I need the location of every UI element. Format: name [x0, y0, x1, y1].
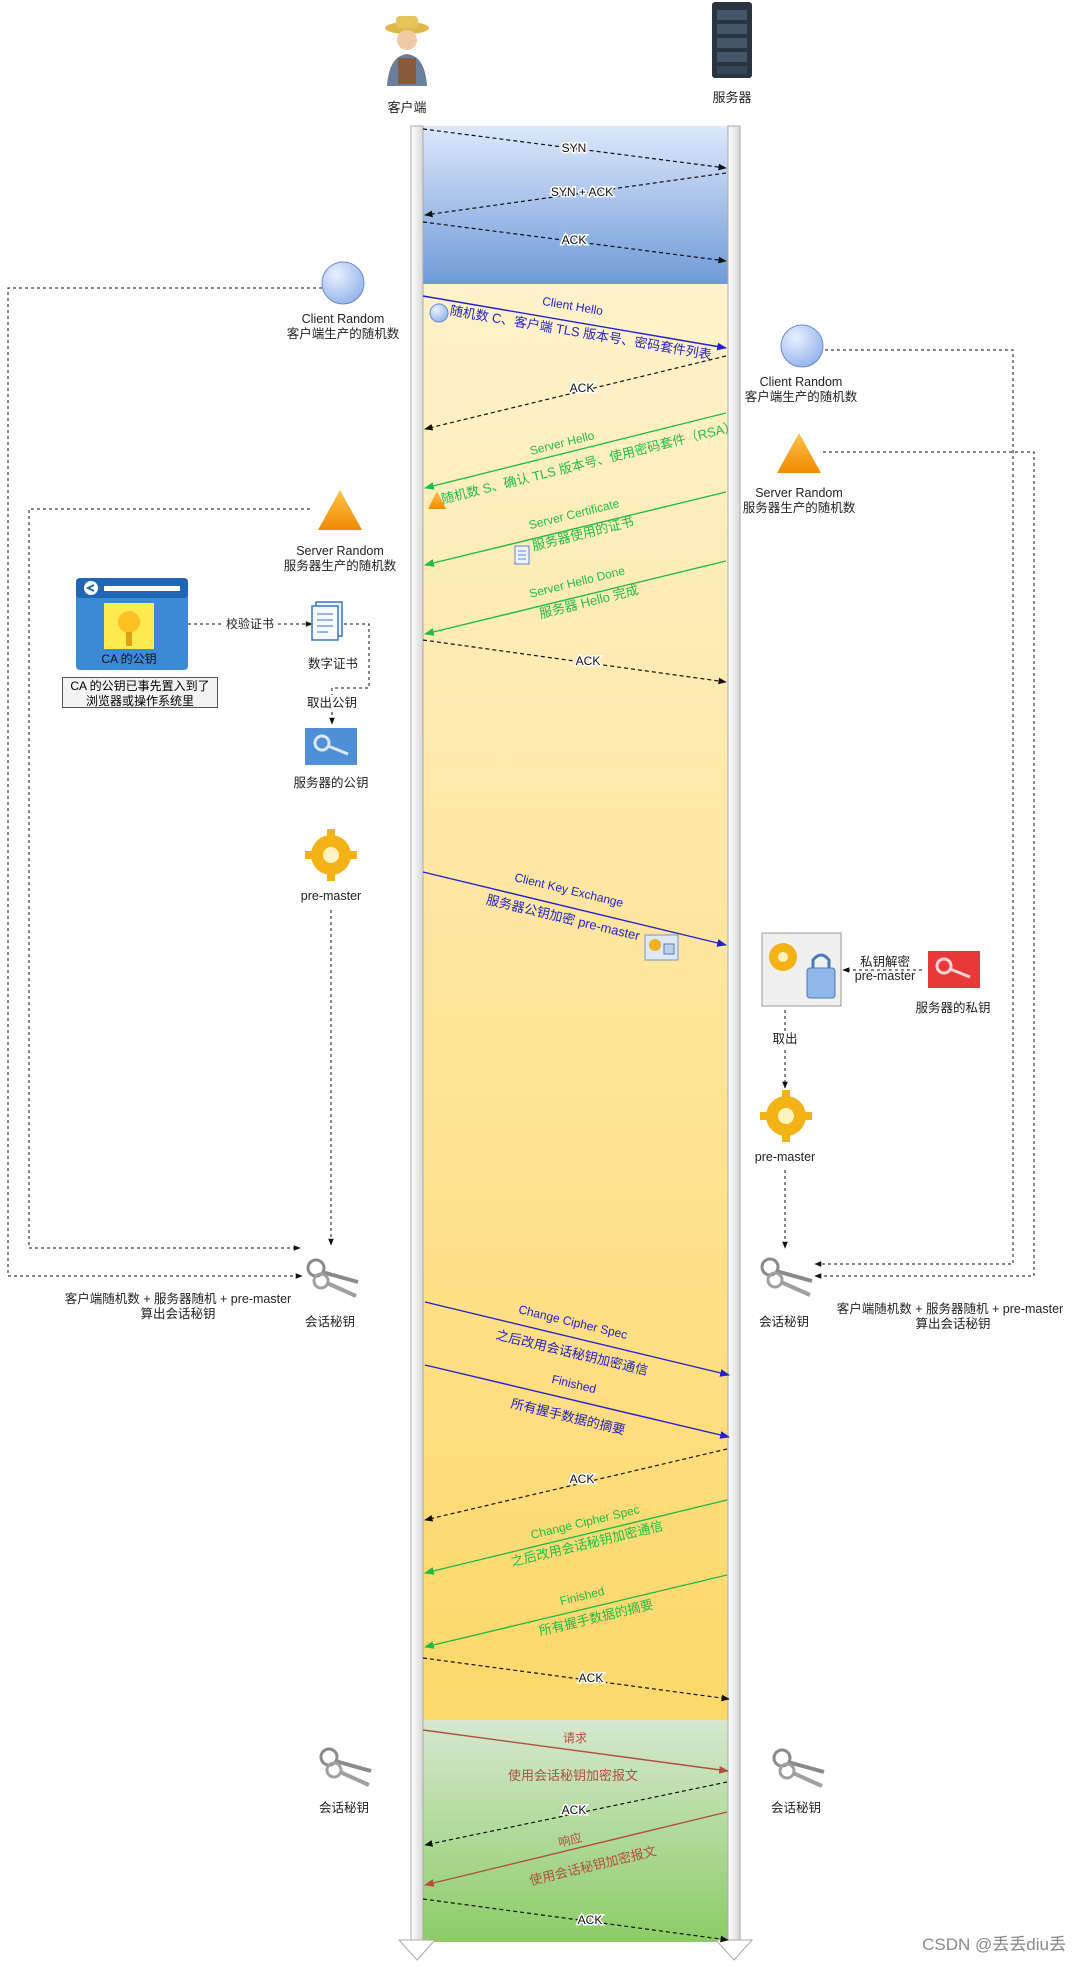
- tcp-ack-arrow: [422, 221, 727, 264]
- server-premaster-gear-icon: [760, 1090, 812, 1142]
- server-session-key-label-2: 会话秘钥: [771, 1801, 821, 1815]
- data-band: [423, 1720, 728, 1942]
- ack-1-label: ACK: [570, 381, 595, 395]
- ca-note-box: CA 的公钥已事先置入到了 浏览器或操作系统里: [62, 677, 218, 708]
- client-random-small-icon: [429, 303, 449, 323]
- request-desc: 使用会话秘钥加密报文: [508, 1768, 638, 1783]
- server-extract-label: 取出: [772, 1032, 797, 1046]
- encrypted-premaster-box-icon: [761, 932, 842, 1007]
- ack-6-label: ACK: [578, 1913, 603, 1927]
- tcp-ack-label: ACK: [562, 233, 587, 247]
- syn-arrow: [422, 128, 727, 171]
- client-key-exchange-arrow: [422, 871, 727, 947]
- server-label: 服务器: [712, 90, 751, 105]
- request-label: 请求: [563, 1731, 587, 1745]
- syn-ack-label: SYN + ACK: [551, 185, 613, 199]
- server-side-server-random-title: Server Random: [755, 486, 843, 500]
- ack-5-arrow: [424, 1781, 728, 1847]
- syn-label: SYN: [562, 141, 587, 155]
- server-random-feed-line-client: [28, 508, 310, 1251]
- server-calc-note-2: 算出会话秘钥: [915, 1316, 990, 1331]
- certificate-small-icon: [514, 545, 530, 565]
- server-rack-icon: [712, 2, 752, 78]
- syn-ack-arrow: [424, 172, 727, 218]
- client-label: 客户端: [387, 100, 426, 115]
- client-side-client-random-title: Client Random: [302, 312, 385, 326]
- ack-1-arrow: [424, 355, 727, 431]
- ca-title: CA 的公钥: [101, 651, 156, 666]
- client-lifeline: [397, 125, 437, 1961]
- client-side-server-random-desc: 服务器生产的随机数: [284, 558, 397, 573]
- ack-4-arrow: [422, 1657, 730, 1702]
- server-lifeline: [714, 125, 754, 1961]
- client-premaster-label: pre-master: [301, 889, 361, 903]
- client-session-key-icon: [306, 1258, 359, 1298]
- client-session-key-label: 会话秘钥: [305, 1315, 355, 1329]
- client-session-key-icon-2: [319, 1747, 372, 1787]
- extract-pubkey-label: 取出公钥: [307, 696, 357, 710]
- server-hello-done-arrow: [424, 560, 727, 636]
- ack-5-label: ACK: [562, 1803, 587, 1817]
- server-public-key-icon: [305, 728, 357, 765]
- response-label: 响应: [557, 1830, 584, 1850]
- ack-4-label: ACK: [579, 1671, 604, 1685]
- response-arrow: [424, 1811, 728, 1887]
- server-hello-arrow: [424, 412, 727, 490]
- server-certificate-arrow: [424, 491, 727, 567]
- ca-note-line-2: 浏览器或操作系统里: [85, 694, 194, 708]
- digital-certificate-icon: [311, 601, 343, 641]
- digital-cert-label: 数字证书: [308, 656, 358, 671]
- tcp-band: [423, 126, 728, 284]
- server-private-key-icon: [928, 951, 980, 988]
- verify-cert-label-bg: [222, 616, 278, 632]
- ca-public-key-card: [76, 578, 188, 670]
- server-random-icon-client: [318, 490, 362, 530]
- ca-note-line-1: CA 的公钥已事先置入到了: [70, 679, 210, 693]
- private-decrypt-label-2: pre-master: [855, 969, 915, 983]
- server-side-client-random-title: Client Random: [760, 375, 843, 389]
- server-random-icon-server: [777, 433, 821, 473]
- client-random-icon: [321, 261, 365, 305]
- client-calc-note-1: 客户端随机数 + 服务器随机 + pre-master: [65, 1291, 291, 1306]
- ack-2-arrow: [422, 639, 727, 685]
- client-person-icon: [385, 16, 429, 86]
- client-calc-note-2: 算出会话秘钥: [140, 1306, 215, 1321]
- verify-cert-label: 校验证书: [226, 616, 274, 631]
- server-client-random-feed-line: [814, 349, 1014, 1267]
- private-decrypt-label-1: 私钥解密: [860, 954, 910, 969]
- server-finished-arrow: [424, 1574, 728, 1649]
- server-side-client-random-desc: 客户端生产的随机数: [745, 389, 858, 404]
- encrypted-premaster-small-icon: [644, 934, 679, 961]
- server-session-key-icon: [760, 1257, 813, 1297]
- server-calc-note-1: 客户端随机数 + 服务器随机 + pre-master: [837, 1301, 1063, 1316]
- client-side-server-random-title: Server Random: [296, 544, 384, 558]
- server-session-key-icon-2: [772, 1748, 825, 1788]
- server-pubkey-label: 服务器的公钥: [293, 775, 368, 790]
- server-server-random-feed-line: [814, 451, 1035, 1279]
- server-session-key-label: 会话秘钥: [759, 1315, 809, 1329]
- ack-2-label: ACK: [576, 654, 601, 668]
- client-side-client-random-desc: 客户端生产的随机数: [287, 326, 400, 341]
- client-finished-arrow: [424, 1364, 730, 1439]
- client-session-key-label-2: 会话秘钥: [319, 1801, 369, 1815]
- server-change-cipher-arrow: [424, 1499, 728, 1575]
- ack-3-label: ACK: [570, 1472, 595, 1486]
- client-premaster-gear-icon: [305, 829, 357, 881]
- client-change-cipher-arrow: [424, 1301, 730, 1377]
- server-random-small-icon: [428, 491, 446, 509]
- ack-6-arrow: [422, 1898, 729, 1943]
- watermark: CSDN @丢丢diu丢: [922, 1935, 1066, 1954]
- tls-band: [423, 284, 728, 1720]
- server-private-key-label: 服务器的私钥: [915, 1000, 990, 1015]
- request-arrow: [422, 1729, 729, 1774]
- server-premaster-label: pre-master: [755, 1150, 815, 1164]
- server-side-server-random-desc: 服务器生产的随机数: [743, 500, 856, 515]
- client-hello-arrow: [422, 295, 727, 351]
- ack-3-arrow: [424, 1448, 728, 1522]
- server-side-client-random-icon: [780, 324, 824, 368]
- extract-pubkey-label-bg: [306, 695, 360, 710]
- client-random-feed-line: [7, 287, 322, 1279]
